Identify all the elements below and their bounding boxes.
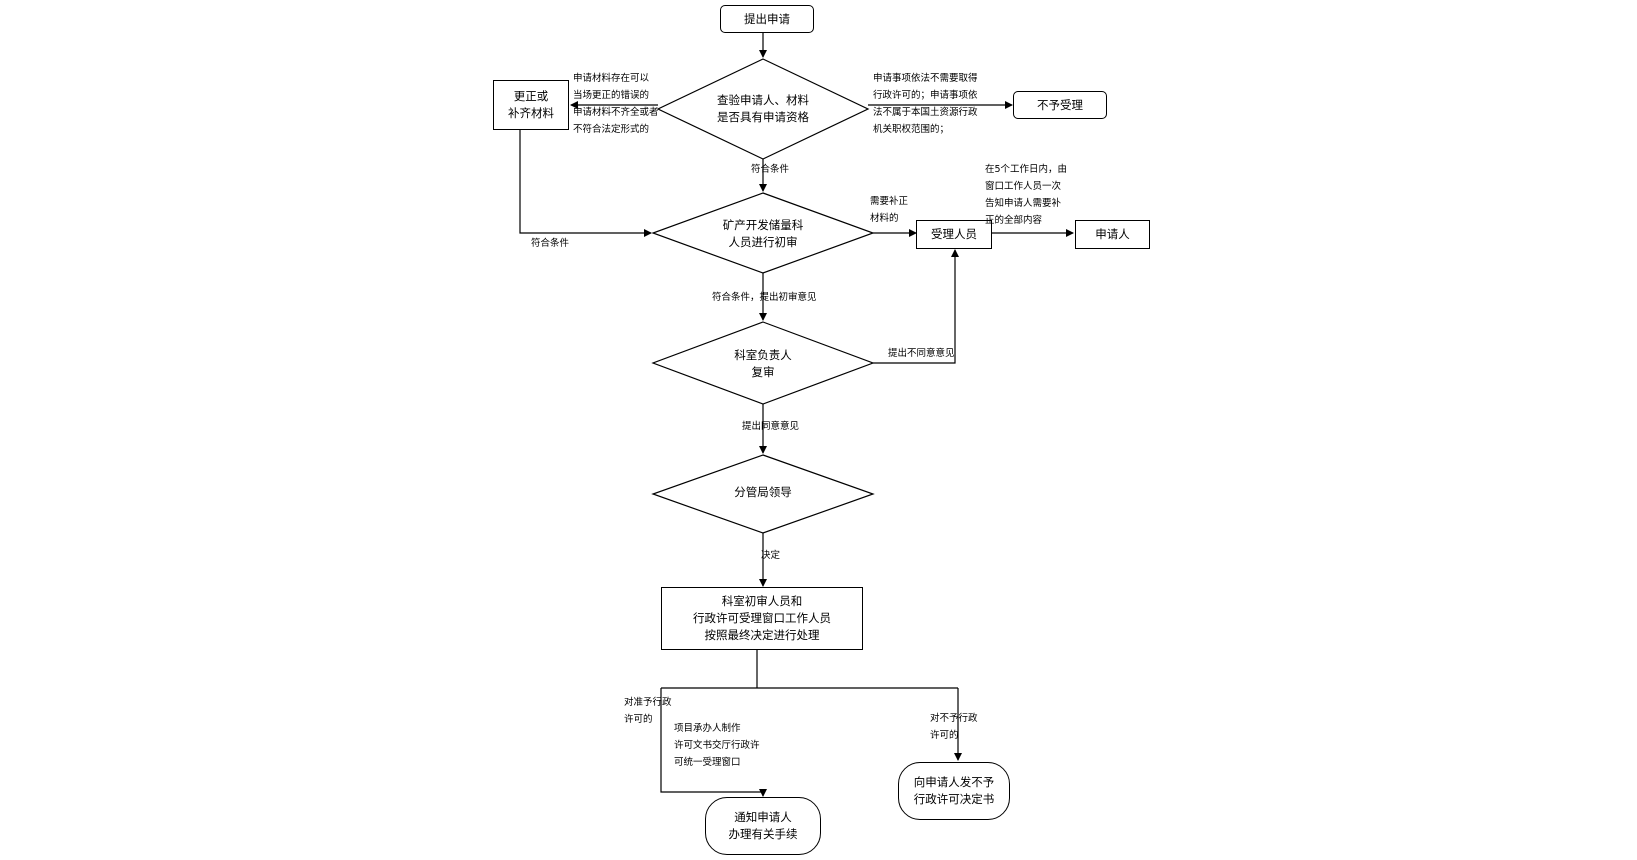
label-qualified-opinion-text: 符合条件，提出初审意见 (712, 292, 817, 303)
label-not-needed-line4: 机关职权范围的； (873, 124, 950, 135)
arrow-correct-to-initial-review (519, 130, 652, 237)
node-submit-label: 提出申请 (744, 11, 790, 26)
label-disagree: 提出不同意意见 (888, 345, 955, 362)
node-initial-review-line1: 矿产开发储量科 (722, 218, 804, 232)
node-correct-line2: 补齐材料 (508, 106, 554, 120)
label-not-needed-line3: 法不属于本国土资源行政 (873, 107, 978, 118)
label-grant-line1: 对准予行政 (624, 697, 672, 708)
label-deny: 对不予行政 许可的 (930, 710, 978, 744)
label-qualified-2: 符合条件 (531, 235, 569, 252)
node-check: 查验申请人、材料 是否具有申请资格 (683, 87, 843, 131)
label-correctable-line1: 申请材料存在可以 (573, 73, 650, 84)
label-make-doc-line3: 可统一受理窗口 (674, 757, 741, 768)
node-receiver-label: 受理人员 (931, 227, 977, 241)
node-process-line3: 按照最终决定进行处理 (704, 628, 820, 642)
label-qualified-1-text: 符合条件 (751, 164, 790, 175)
node-notify-line1: 通知申请人 (734, 810, 792, 824)
label-need-supplement: 需要补正 材料的 (870, 193, 908, 227)
node-section-review-line1: 科室负责人 (734, 348, 792, 362)
label-correctable-line4: 不符合法定形式的 (573, 124, 650, 135)
node-applicant: 申请人 (1075, 220, 1150, 249)
label-decide-text: 决定 (761, 550, 781, 561)
label-make-doc: 项目承办人制作 许可文书交厅行政许 可统一受理窗口 (674, 720, 760, 771)
label-need-supplement-line1: 需要补正 (870, 196, 909, 207)
node-initial-review: 矿产开发储量科 人员进行初审 (683, 215, 843, 253)
label-notice-5days-line4: 正的全部内容 (985, 215, 1043, 226)
label-deny-line1: 对不予行政 (930, 713, 978, 724)
label-notice-5days-line2: 窗口工作人员一次 (985, 181, 1062, 192)
label-notice-5days: 在5个工作日内，由 窗口工作人员一次 告知申请人需要补 正的全部内容 (985, 161, 1067, 229)
node-process-line2: 行政许可受理窗口工作人员 (693, 611, 831, 625)
node-check-line2: 是否具有申请资格 (717, 110, 809, 124)
arrow-section-review-to-receiver (873, 249, 959, 364)
label-disagree-text: 提出不同意意见 (888, 348, 955, 359)
label-need-supplement-line2: 材料的 (870, 213, 899, 224)
node-deny-doc-line2: 行政许可决定书 (913, 792, 995, 806)
node-process: 科室初审人员和 行政许可受理窗口工作人员 按照最终决定进行处理 (661, 587, 863, 650)
label-notice-5days-line3: 告知申请人需要补 (985, 198, 1062, 209)
arrow-to-notify (660, 688, 767, 797)
label-not-needed-line2: 行政许可的；申请事项依 (873, 90, 978, 101)
node-reject: 不予受理 (1013, 91, 1107, 119)
node-deny-doc-line1: 向申请人发不予 (913, 775, 995, 789)
node-section-review: 科室负责人 复审 (693, 345, 833, 383)
node-receiver: 受理人员 (916, 220, 992, 249)
label-agree-text: 提出同意意见 (742, 421, 800, 432)
node-reject-label: 不予受理 (1037, 97, 1083, 112)
label-make-doc-line1: 项目承办人制作 (674, 723, 741, 734)
node-leader: 分管局领导 (693, 480, 833, 504)
node-submit: 提出申请 (720, 5, 814, 33)
label-not-needed: 申请事项依法不需要取得 行政许可的；申请事项依 法不属于本国土资源行政 机关职权… (873, 70, 978, 138)
label-notice-5days-line1: 在5个工作日内，由 (985, 164, 1068, 175)
label-correctable-line2: 当场更正的错误的 (573, 90, 650, 101)
label-grant: 对准予行政 许可的 (624, 694, 672, 728)
node-deny-doc: 向申请人发不予 行政许可决定书 (898, 762, 1010, 820)
node-initial-review-line2: 人员进行初审 (728, 235, 798, 249)
label-grant-line2: 许可的 (624, 714, 653, 725)
node-process-line1: 科室初审人员和 (721, 594, 803, 608)
label-qualified-opinion: 符合条件，提出初审意见 (712, 289, 817, 306)
label-deny-line2: 许可的 (930, 730, 959, 741)
label-agree: 提出同意意见 (742, 418, 799, 435)
node-leader-label: 分管局领导 (734, 484, 792, 499)
label-not-needed-line1: 申请事项依法不需要取得 (873, 73, 978, 84)
node-notify-line2: 办理有关手续 (728, 827, 798, 841)
node-correct: 更正或 补齐材料 (493, 80, 569, 130)
label-correctable-line3: 申请材料不齐全或者 (573, 107, 659, 118)
node-check-line1: 查验申请人、材料 (717, 93, 809, 107)
node-correct-line1: 更正或 (513, 89, 549, 103)
label-correctable: 申请材料存在可以 当场更正的错误的 申请材料不齐全或者 不符合法定形式的 (573, 70, 659, 138)
node-notify: 通知申请人 办理有关手续 (705, 797, 821, 855)
node-section-review-line2: 复审 (751, 365, 775, 379)
label-decide: 决定 (761, 547, 780, 564)
node-applicant-label: 申请人 (1095, 227, 1130, 241)
label-qualified-1: 符合条件 (751, 161, 789, 178)
label-make-doc-line2: 许可文书交厅行政许 (674, 740, 760, 751)
label-qualified-2-text: 符合条件 (531, 238, 570, 249)
